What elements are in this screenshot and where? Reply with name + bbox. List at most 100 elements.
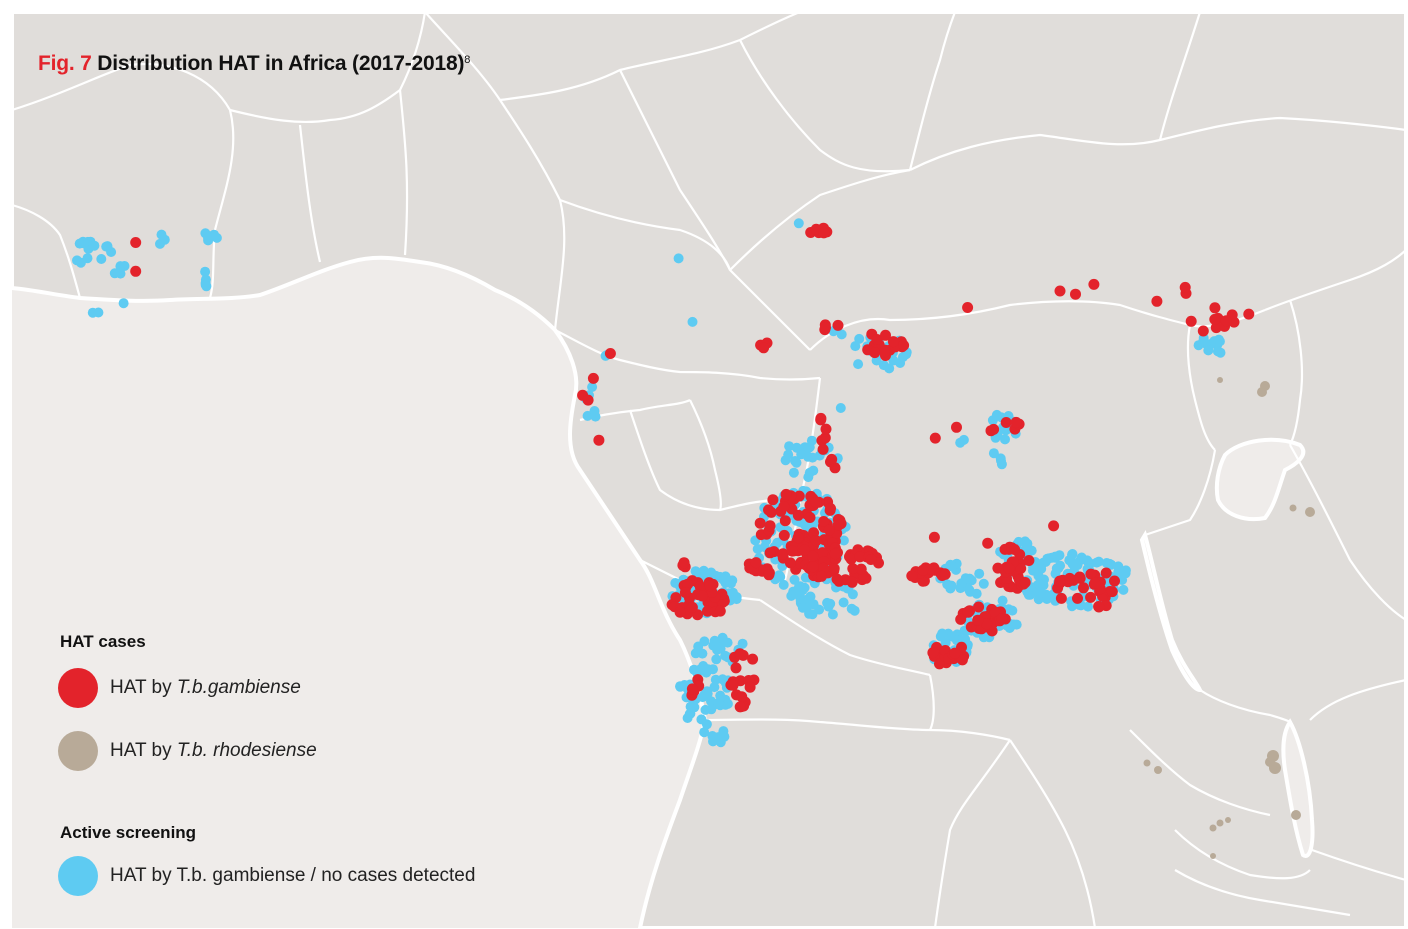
gambiense-marker — [1023, 555, 1035, 566]
gambiense-marker — [736, 691, 748, 703]
footnote-marker: 8 — [464, 54, 471, 66]
gambiense-marker — [679, 587, 691, 598]
gambiense-marker — [776, 548, 788, 560]
rhodesiense-marker — [1289, 504, 1297, 512]
gambiense-marker — [917, 564, 929, 576]
screening-marker — [974, 568, 985, 579]
gambiense-case-markers — [130, 222, 1255, 713]
screening-marker — [1193, 340, 1204, 351]
screening-marker — [805, 591, 816, 602]
screening-marker — [853, 359, 864, 370]
screening-marker — [731, 592, 742, 602]
screening-marker — [697, 692, 708, 703]
screening-marker — [1120, 565, 1131, 576]
gambiense-marker — [793, 490, 805, 502]
legend-item-screening: HAT by T.b. gambiense / no cases detecte… — [58, 856, 475, 896]
screening-marker — [1118, 584, 1129, 595]
gambiense-marker — [765, 506, 777, 518]
screening-marker — [956, 578, 967, 589]
gambiense-marker — [1003, 563, 1015, 574]
gambiense-marker — [686, 601, 698, 613]
gambiense-marker — [130, 237, 142, 248]
rhodesiense-marker — [1305, 507, 1315, 517]
gambiense-marker — [704, 580, 716, 592]
legend-item-rhodesiense: HAT by T.b. rhodesiense — [58, 731, 317, 771]
screening-marker — [715, 571, 726, 582]
screening-marker — [96, 254, 107, 264]
rhodesiense-marker — [1225, 817, 1231, 823]
figure-title: Fig. 7 Distribution HAT in Africa (2017-… — [38, 52, 470, 76]
screening-marker — [958, 434, 969, 445]
gambiense-marker — [750, 557, 762, 569]
screening-marker — [791, 442, 802, 453]
gambiense-marker — [826, 453, 838, 465]
screening-marker — [587, 382, 598, 392]
screening-marker — [775, 571, 786, 582]
rhodesiense-marker — [1154, 766, 1162, 774]
screening-marker — [712, 644, 723, 655]
gambiense-marker — [819, 432, 831, 444]
gambiense-marker — [887, 336, 899, 348]
screening-marker — [203, 235, 214, 246]
gambiense-marker — [714, 605, 726, 617]
screening-marker — [1067, 549, 1078, 559]
gambiense-marker — [1070, 288, 1081, 300]
screening-marker — [1215, 347, 1226, 358]
gambiense-marker — [686, 683, 698, 695]
gambiense-marker — [988, 423, 1000, 435]
gambiense-marker — [1085, 568, 1097, 580]
gambiense-marker — [1085, 591, 1097, 603]
gambiense-marker — [1220, 315, 1232, 327]
screening-marker — [808, 465, 819, 476]
screening-marker — [838, 597, 849, 608]
gambiense-marker — [754, 517, 766, 529]
gambiense-marker — [989, 606, 1001, 618]
gambiense-marker — [929, 432, 941, 444]
gambiense-marker — [767, 494, 779, 506]
screening-marker — [996, 459, 1007, 470]
screening-marker — [710, 674, 721, 685]
gambiense-marker — [747, 653, 759, 665]
gambiense-marker — [1054, 575, 1066, 587]
screening-marker — [201, 281, 212, 292]
screening-marker — [752, 544, 763, 554]
gambiense-marker — [818, 227, 830, 239]
rhodesiense-marker — [1265, 757, 1275, 767]
rhodesiense-marker — [1143, 759, 1151, 767]
screening-marker — [1203, 345, 1214, 356]
legend-swatch-red — [58, 668, 98, 708]
screening-marker — [1106, 559, 1117, 570]
gambiense-marker — [1106, 586, 1118, 598]
gambiense-marker — [855, 563, 867, 575]
gambiense-marker — [962, 302, 974, 313]
gambiense-marker — [825, 503, 836, 514]
gambiense-marker — [854, 551, 866, 563]
screening-marker — [1021, 541, 1032, 552]
legend-item-gambiense: HAT by T.b.gambiense — [58, 668, 301, 708]
gambiense-marker — [847, 563, 859, 575]
gambiense-marker — [582, 394, 594, 406]
screening-marker — [1054, 550, 1065, 561]
screening-marker — [93, 307, 104, 318]
gambiense-marker — [792, 509, 804, 521]
screening-marker — [701, 719, 712, 730]
gambiense-marker — [804, 512, 816, 523]
screening-marker — [1035, 587, 1046, 598]
gambiense-marker — [678, 557, 690, 569]
screening-marker — [1000, 434, 1010, 445]
gambiense-marker — [779, 515, 791, 527]
gambiense-marker — [1000, 417, 1012, 428]
gambiense-marker — [780, 488, 792, 500]
figure-title-text: Distribution HAT in Africa (2017-2018) — [97, 52, 465, 75]
gambiense-marker — [829, 548, 841, 560]
screening-marker — [797, 602, 808, 613]
screening-marker — [997, 595, 1008, 606]
gambiense-marker — [730, 662, 742, 674]
gambiense-marker — [956, 654, 968, 666]
screening-marker — [937, 628, 948, 639]
screening-marker — [713, 697, 724, 708]
screening-marker — [788, 467, 799, 478]
gambiense-marker — [792, 532, 804, 544]
gambiense-marker — [1197, 325, 1209, 337]
